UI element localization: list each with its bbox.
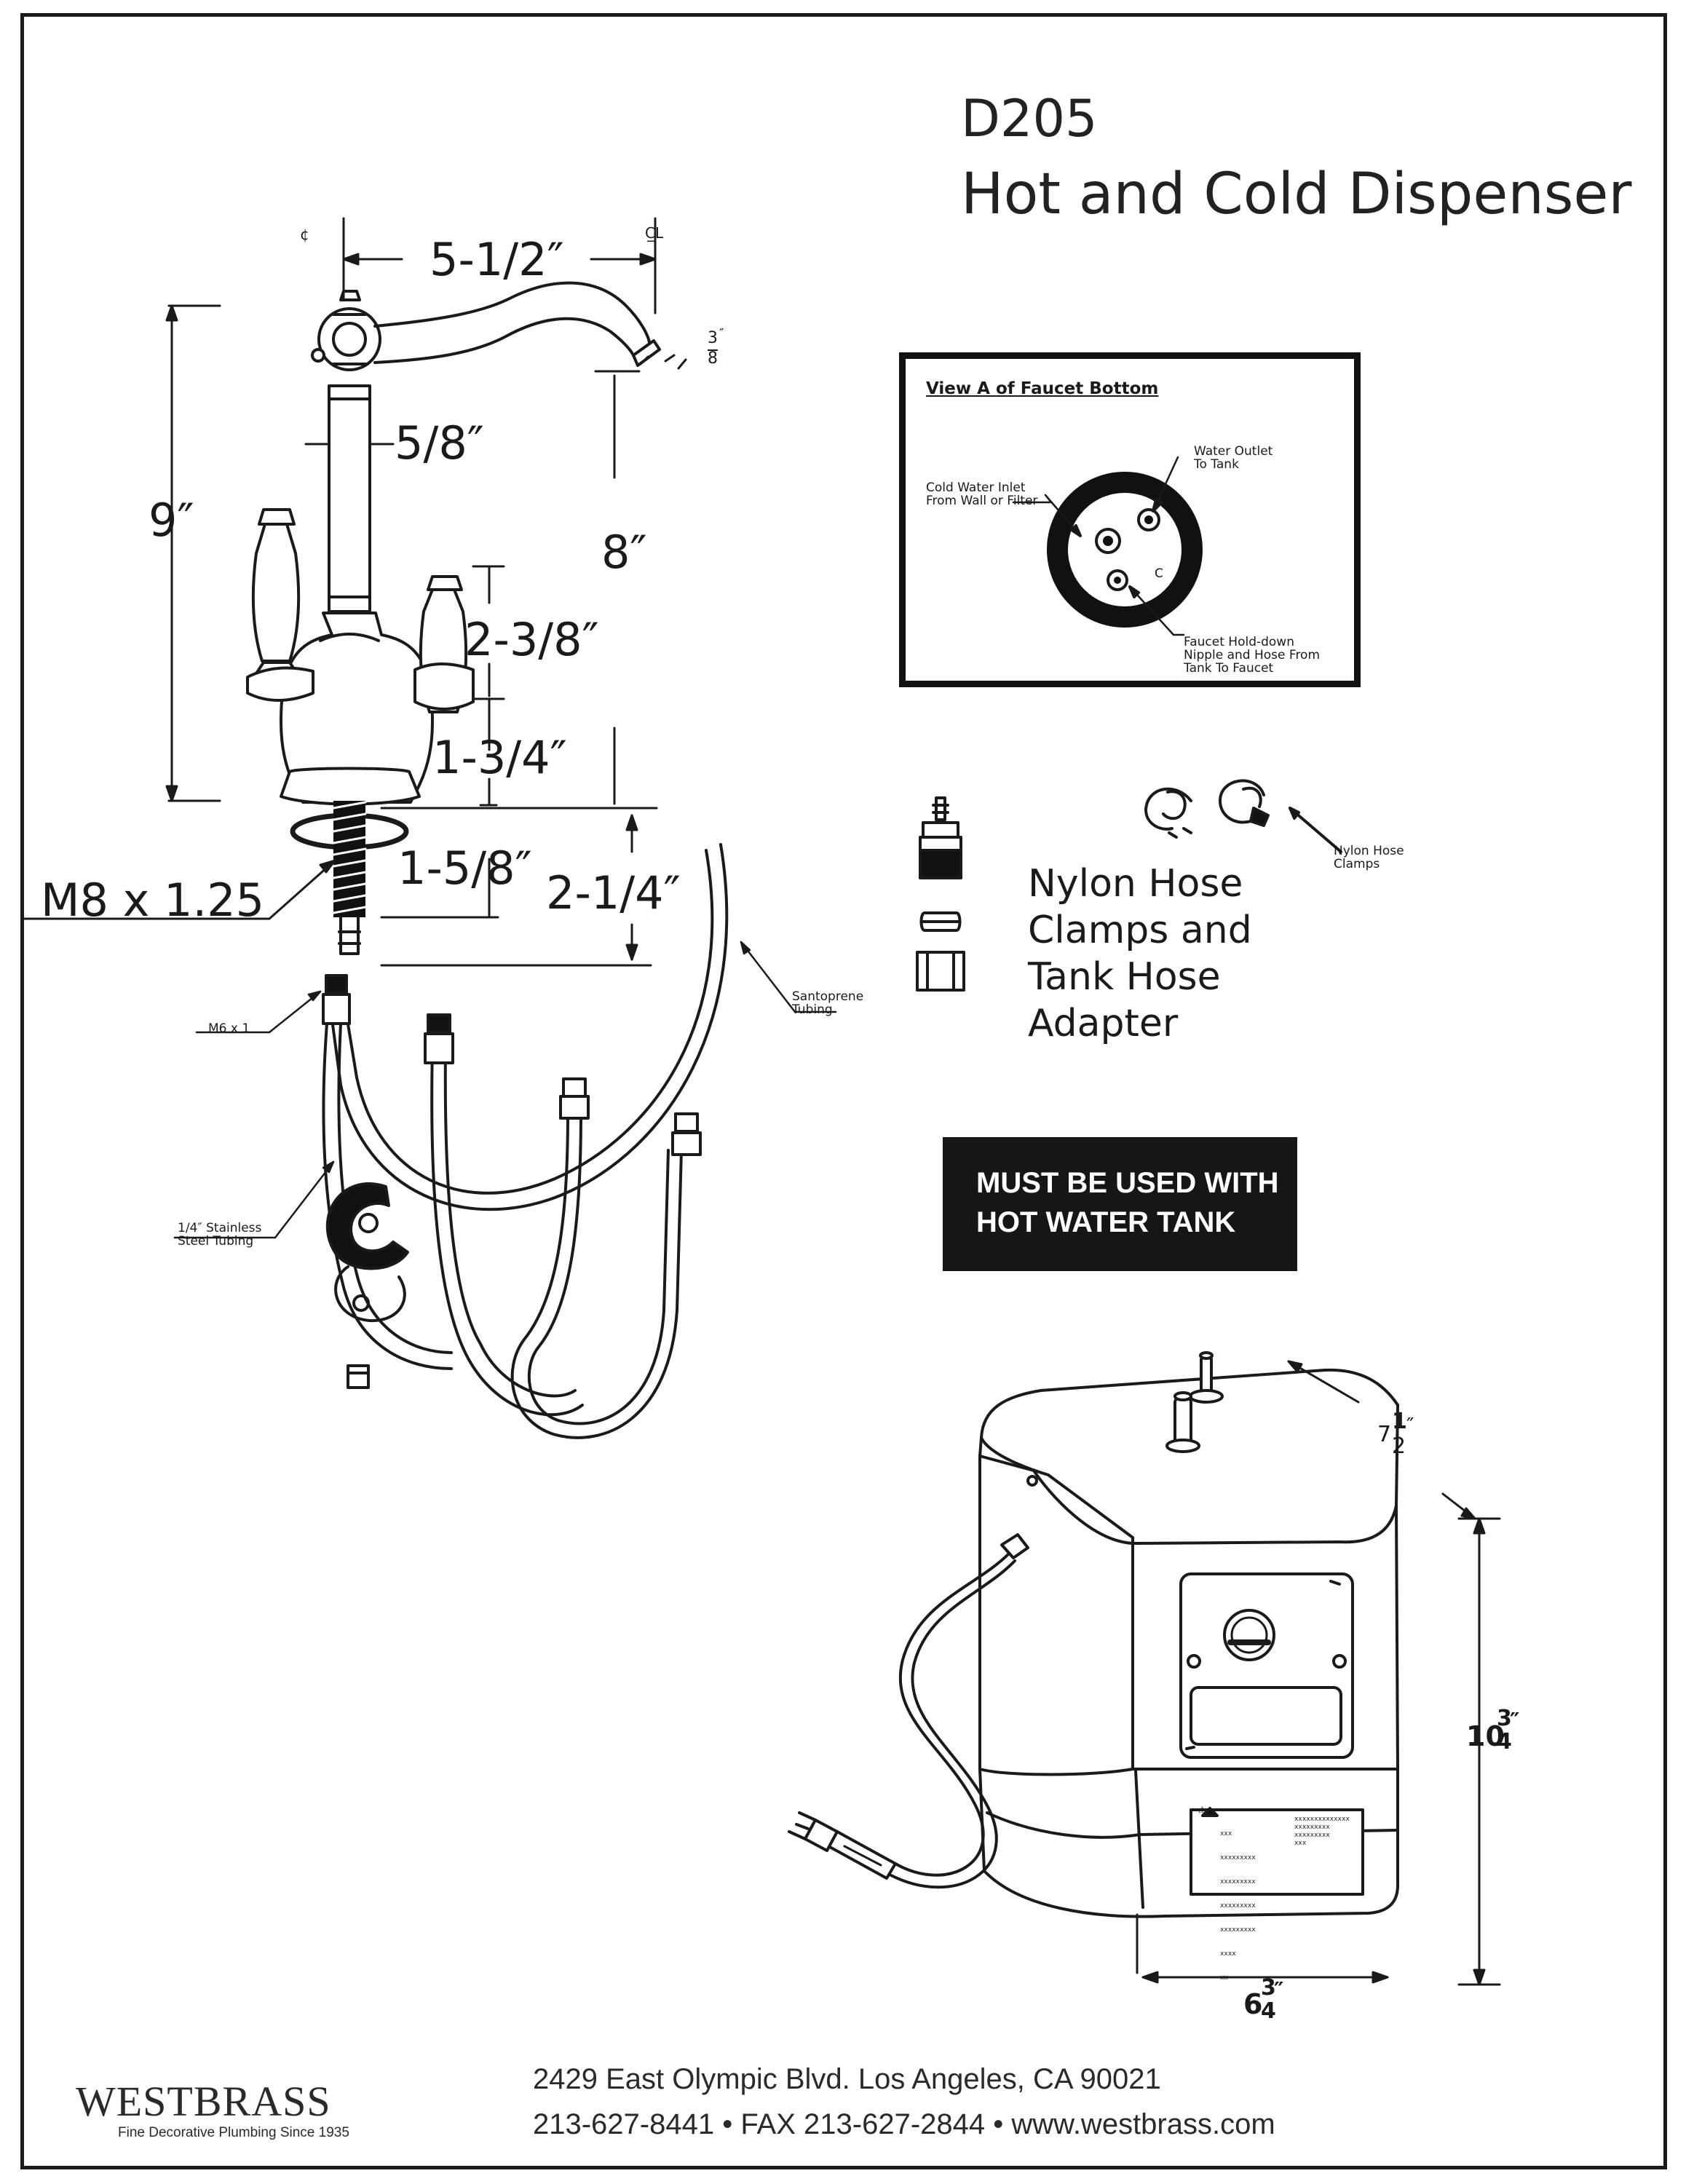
tank-label-line: xxxx [1220, 1950, 1236, 1958]
tank-width-denominator: 4 [1261, 1998, 1276, 2024]
product-title: Hot and Cold Dispenser [961, 162, 1632, 227]
faucet-dimension-lines [20, 217, 687, 967]
cold-inlet-label-line1: Cold Water Inlet [926, 480, 1026, 495]
tank-depth-numerator: 1 [1392, 1409, 1407, 1434]
tank-label-line: xxxxxxxxx [1294, 1832, 1330, 1839]
view-a-title: View A of Faucet Bottom [926, 379, 1159, 398]
santoprene-label-line2: Tubing [792, 1002, 833, 1017]
kit-caption-line: Adapter [1028, 1002, 1179, 1045]
overall-height-dimension: 9″ [149, 494, 194, 547]
kit-caption-line: Nylon Hose [1028, 862, 1243, 906]
tank-label-line: xxx [1294, 1840, 1307, 1847]
page-border [20, 13, 1667, 2169]
tank-label-line: xxxxxxxxx [1220, 1926, 1256, 1934]
holddown-label-line1: Faucet Hold-down [1184, 635, 1294, 649]
stem-diameter-dimension: 5/8″ [395, 416, 484, 470]
tank-width-whole: 6 [1243, 1988, 1263, 2020]
view-a-c-mark: C [1155, 566, 1163, 581]
tank-hose-adapter [916, 796, 965, 992]
tank-label-line: xxxxxxxxx [1294, 1824, 1330, 1831]
santoprene-label-line1: Santoprene [792, 989, 864, 1004]
hot-water-tank [788, 1351, 1399, 1918]
handle-height-dimension: 2-3/8″ [464, 613, 599, 666]
holddown-label-line3: Tank To Faucet [1184, 661, 1274, 676]
tank-width-numerator: 3 [1261, 1975, 1276, 2001]
westbrass-logo: WESTBRASS [76, 2078, 331, 2125]
tank-label-line: xxxxxxxxx [1220, 1854, 1256, 1861]
base-height-dimension: 1-3/4″ [432, 731, 567, 784]
warning-triangle-icon: ⚠ [1198, 1805, 1206, 1815]
tank-label-line: xxx [1220, 1830, 1232, 1837]
water-outlet-label-line2: To Tank [1194, 457, 1239, 472]
warning-line: MUST BE USED WITH [976, 1167, 1279, 1199]
company-address: 2429 East Olympic Blvd. Los Angeles, CA … [533, 2063, 1161, 2095]
tank-label-line: xx [1220, 1974, 1228, 1982]
tank-width-inch-mark: ″ [1274, 1978, 1284, 2003]
spout-outlet-numerator: 3 [708, 329, 718, 347]
tank-height-whole: 10 [1466, 1720, 1505, 1752]
nylon-clamps-label-line2: Clamps [1334, 857, 1380, 871]
centerline-left-mark: ¢ [300, 226, 309, 243]
kit-caption-line: Tank Hose [1028, 955, 1221, 999]
brand-tagline: Fine Decorative Plumbing Since 1935 [118, 2125, 349, 2140]
kit-caption: Nylon Hose Clamps and Tank Hose Adapter [1028, 860, 1252, 1047]
spout-outlet-inch-mark: ″ [719, 326, 724, 341]
warning-line: HOT WATER TANK [976, 1206, 1236, 1238]
tank-label-left-text: xxx xxxxxxxxx xxxxxxxxx xxxxxxxxx xxxxxx… [1220, 1814, 1256, 1990]
steel-tubing-label-line1: 1/4″ Stainless [178, 1221, 262, 1235]
model-number: D205 [961, 89, 1098, 149]
shank-thread-size: M8 x 1.25 [41, 874, 265, 927]
nylon-clamps-label-line1: Nylon Hose [1334, 844, 1404, 858]
tank-label-line: xxxxxxxxxxxxxx [1294, 1816, 1350, 1823]
shank-to-nipple-dimension: 2-1/4″ [546, 866, 681, 919]
view-a-inset: View A of Faucet Bottom Cold Water Inlet… [899, 352, 1361, 687]
faucet-drawing [246, 281, 661, 955]
cold-inlet-label-line2: From Wall or Filter [926, 494, 1038, 508]
tank-depth-inch-mark: ″ [1406, 1413, 1414, 1437]
supply-hoses [322, 843, 729, 1439]
centerline-right-mark: C̲L [645, 224, 664, 242]
shank-length-dimension: 1-5/8″ [397, 842, 532, 895]
m6-fitting-label: M6 x 1 [208, 1021, 250, 1036]
tank-depth-denominator: 2 [1392, 1433, 1406, 1459]
nylon-hose-clamps [1144, 779, 1342, 853]
faucet-bottom-view [1012, 456, 1203, 636]
tank-height-inch-mark: ″ [1510, 1709, 1520, 1734]
tank-label-line: xxxxxxxxx [1220, 1878, 1256, 1886]
holddown-label-line2: Nipple and Hose From [1184, 648, 1321, 662]
spout-height-dimension: 8″ [601, 526, 647, 579]
tank-height-denominator: 4 [1497, 1729, 1512, 1754]
tank-label-line: xxxxxxxxx [1220, 1902, 1256, 1910]
hot-water-tank-warning: MUST BE USED WITH HOT WATER TANK [943, 1137, 1297, 1271]
tank-height-numerator: 3 [1497, 1706, 1512, 1731]
spout-outlet-denominator: 8 [708, 349, 718, 368]
kit-caption-line: Clamps and [1028, 909, 1252, 952]
tank-dimension-lines [1136, 1360, 1501, 1986]
company-contact: 213-627-8441 • FAX 213-627-2844 • www.we… [533, 2108, 1275, 2140]
hose-leaders [173, 941, 837, 1239]
tank-label-right-text: xxxxxxxxxxxxxx xxxxxxxxx xxxxxxxxx xxx [1294, 1816, 1350, 1848]
spout-reach-dimension: 5-1/2″ [430, 233, 564, 286]
steel-tubing-label-line2: Steel Tubing [178, 1234, 254, 1249]
water-outlet-label-line1: Water Outlet [1194, 444, 1273, 459]
tank-depth-whole: 7 [1377, 1422, 1392, 1447]
